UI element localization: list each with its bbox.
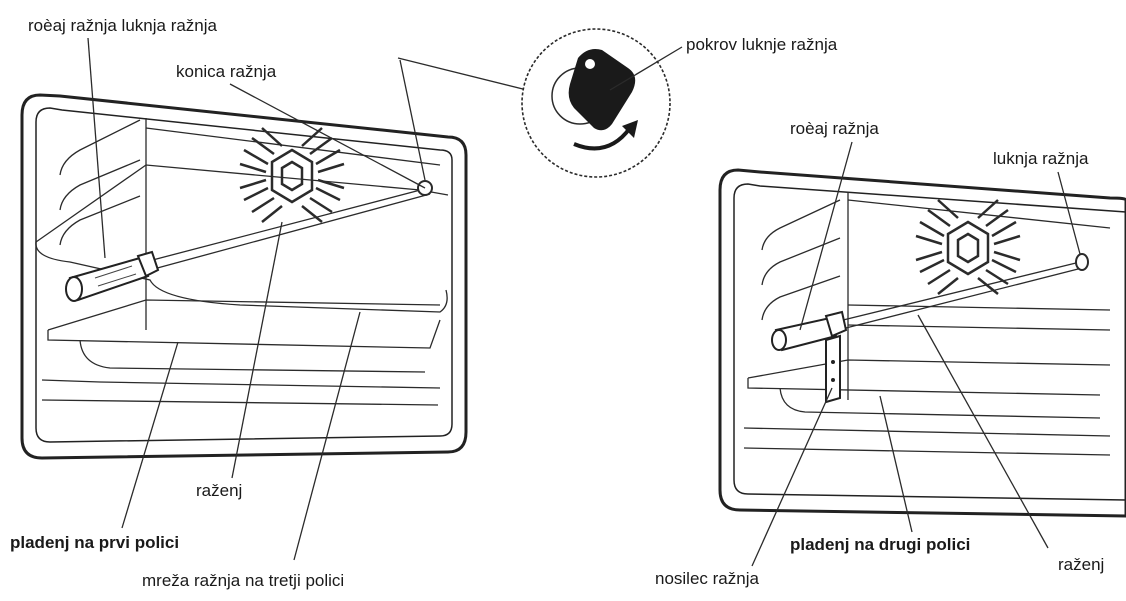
left-oven-outer-frame xyxy=(20,93,468,460)
label-right-tray: pladenj na drugi polici xyxy=(790,535,970,554)
right-leader-lines xyxy=(751,141,1081,567)
right-ceiling-edge xyxy=(847,199,1111,229)
left-runner-3 xyxy=(59,195,141,246)
left-spit-rod xyxy=(144,187,431,271)
left-tray-top xyxy=(47,299,441,349)
leader-left-handle xyxy=(87,37,106,259)
leader-right-support xyxy=(751,387,833,567)
leader-hole-cover xyxy=(609,46,683,91)
right-spit-hole xyxy=(1075,253,1089,271)
left-rack-top xyxy=(35,164,449,243)
left-ceiling-edge xyxy=(145,127,441,166)
leader-left-hole xyxy=(399,59,426,181)
right-oven-outer-frame xyxy=(718,168,1126,518)
left-rack-wire xyxy=(35,241,448,313)
leader-right-tray xyxy=(879,395,913,533)
label-left-spit-tip: konica ražnja xyxy=(176,62,277,81)
left-tray-body xyxy=(79,339,426,373)
detail-rotate-arrowhead xyxy=(622,120,638,138)
label-hole-cover: pokrov luknje ražnja xyxy=(686,35,838,54)
left-leader-lines xyxy=(87,37,556,561)
leader-right-spit xyxy=(917,314,1049,549)
label-right-hole: luknja ražnja xyxy=(993,149,1089,168)
label-left-rack: mreža ražnja na tretji polici xyxy=(142,571,344,590)
left-lower-shelf xyxy=(41,379,441,406)
right-spit-support xyxy=(825,334,841,404)
leader-left-spit-tip xyxy=(229,83,426,189)
detail-cover-plate xyxy=(568,49,636,131)
right-spit-handle xyxy=(771,310,848,352)
label-right-handle: roèaj ražnja xyxy=(790,119,879,138)
right-runner-3 xyxy=(761,275,841,321)
left-runner-1 xyxy=(59,119,141,176)
right-runner-2 xyxy=(761,237,841,286)
labels: roèaj ražnja luknja ražnja konica ražnja… xyxy=(10,16,1104,590)
right-tray-top xyxy=(747,359,1111,396)
right-upper-shelf xyxy=(847,304,1111,331)
hole-cover-detail xyxy=(521,28,683,178)
right-runner-1 xyxy=(761,199,841,251)
label-right-spit: raženj xyxy=(1058,555,1104,574)
right-oven xyxy=(718,168,1126,518)
label-right-support: nosilec ražnja xyxy=(655,569,759,588)
label-left-spit: raženj xyxy=(196,481,242,500)
right-tray-body xyxy=(779,387,1101,419)
left-spit-handle xyxy=(65,250,160,302)
leader-right-handle xyxy=(799,141,853,331)
right-lower-shelf xyxy=(743,427,1111,456)
leader-right-hole xyxy=(1057,171,1081,255)
right-spit-rod xyxy=(834,261,1083,331)
leader-left-spit xyxy=(231,221,283,479)
right-fan xyxy=(915,199,1021,295)
detail-cover-rivet xyxy=(585,59,595,69)
right-oven-inner-frame xyxy=(733,183,1126,501)
detail-rotate-arrow xyxy=(573,126,632,151)
left-runner-2 xyxy=(59,159,141,211)
left-oven xyxy=(20,93,468,460)
left-fan xyxy=(239,127,345,223)
leader-left-rack xyxy=(293,311,361,561)
leader-left-tray xyxy=(121,341,179,529)
left-oven-inner-frame xyxy=(35,107,453,443)
label-left-tray: pladenj na prvi polici xyxy=(10,533,179,552)
label-left-handle-hole: roèaj ražnja luknja ražnja xyxy=(28,16,218,35)
